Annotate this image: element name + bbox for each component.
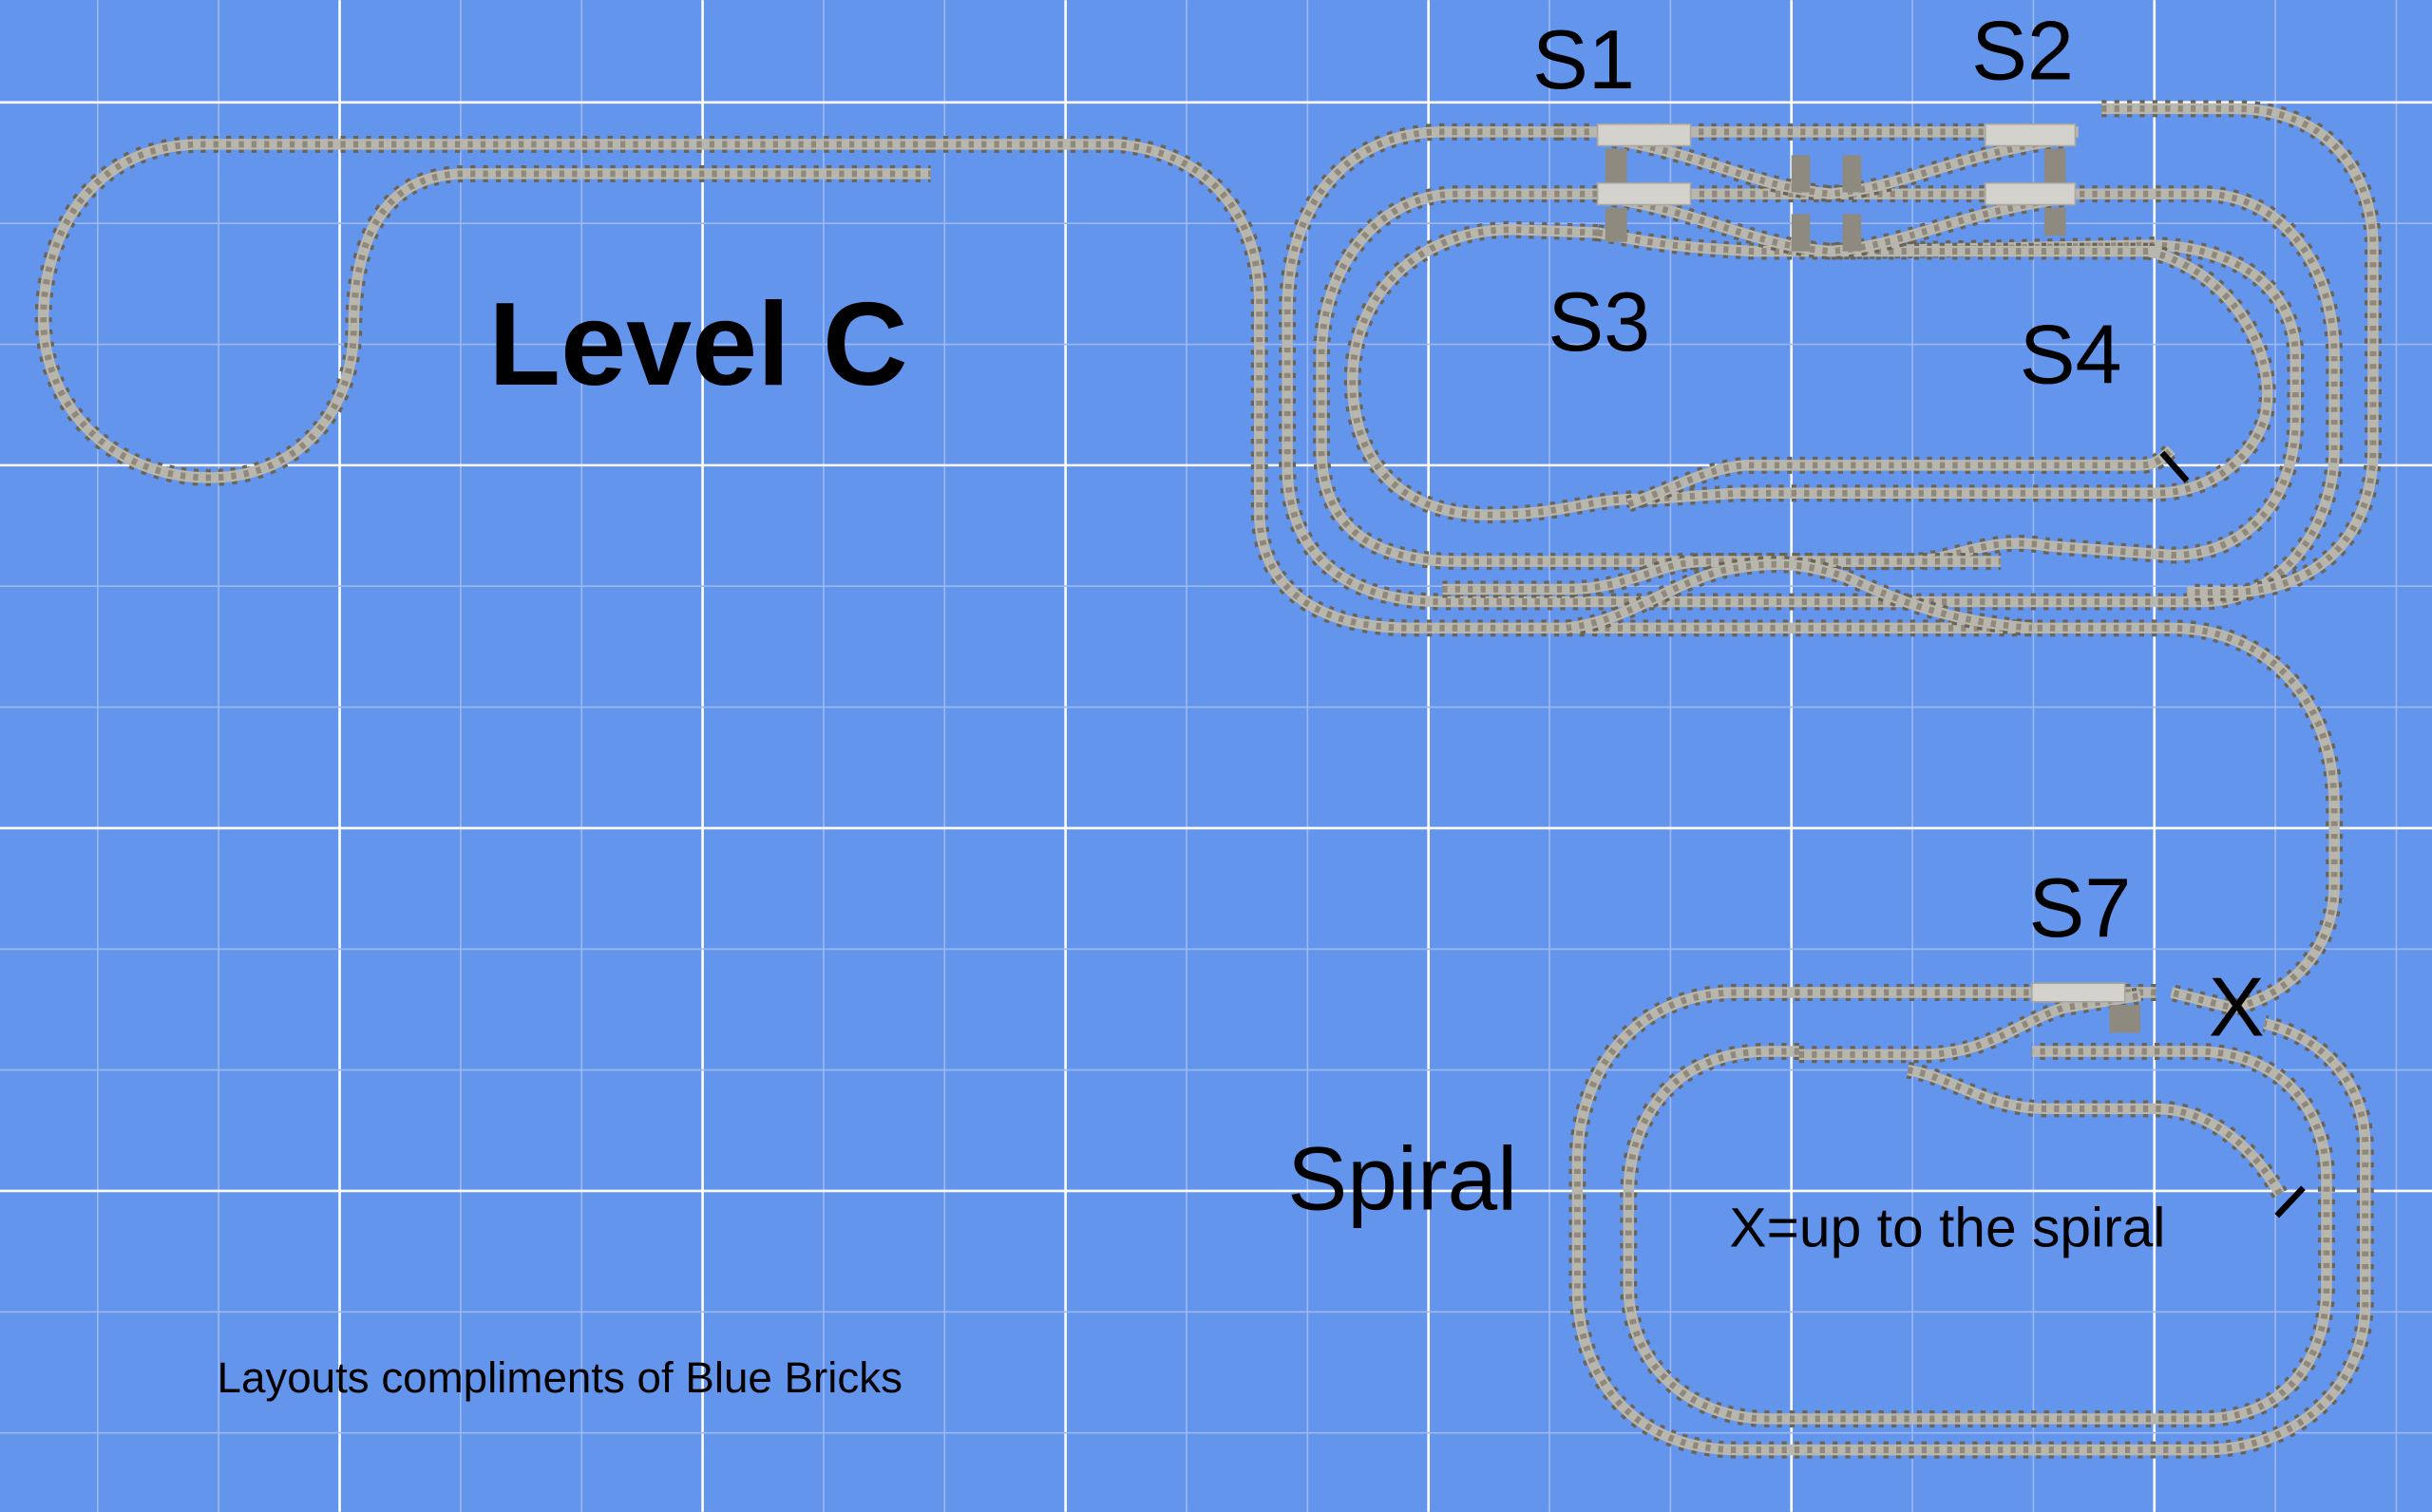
track-rail-inner <box>1349 226 2271 519</box>
track-rail-inner <box>1573 989 2369 1454</box>
switch-motors <box>1596 123 2141 1033</box>
track-rail-inner <box>1627 447 2175 507</box>
track-rail-inner <box>1566 560 2033 632</box>
track-rail-inner <box>2101 104 2377 596</box>
s1-label: S1 <box>1532 12 1635 106</box>
track-rail-inner <box>1612 195 2063 255</box>
track-rail-outer <box>1316 188 2302 567</box>
track-rail-outer <box>37 139 931 483</box>
credit-text: Layouts compliments of Blue Bricks <box>218 1353 902 1402</box>
x-marker-label: X <box>2209 960 2265 1054</box>
spiral-end-marker <box>2274 1185 2306 1219</box>
s4-end-marker <box>2159 450 2190 483</box>
s2-label: S2 <box>1971 3 2074 97</box>
track-rail-outer <box>930 139 2340 1014</box>
track-rail-inner <box>1283 128 2338 605</box>
track-rail-inner <box>1612 136 2063 198</box>
track-rail-inner <box>1907 1067 2283 1196</box>
track-rail-inner <box>1624 1048 2330 1423</box>
track-rail-outer <box>1798 990 2141 1060</box>
end-markers <box>2159 450 2306 1219</box>
s4-label: S4 <box>2020 307 2122 401</box>
page-title: Level C <box>488 279 907 410</box>
s3-label: S3 <box>1548 274 1650 369</box>
spiral-label: Spiral <box>1287 1129 1517 1230</box>
s7-label: S7 <box>2029 860 2132 954</box>
spiral-note: X=up to the spiral <box>1729 1198 2165 1259</box>
track-rail-inner <box>1442 558 2002 593</box>
